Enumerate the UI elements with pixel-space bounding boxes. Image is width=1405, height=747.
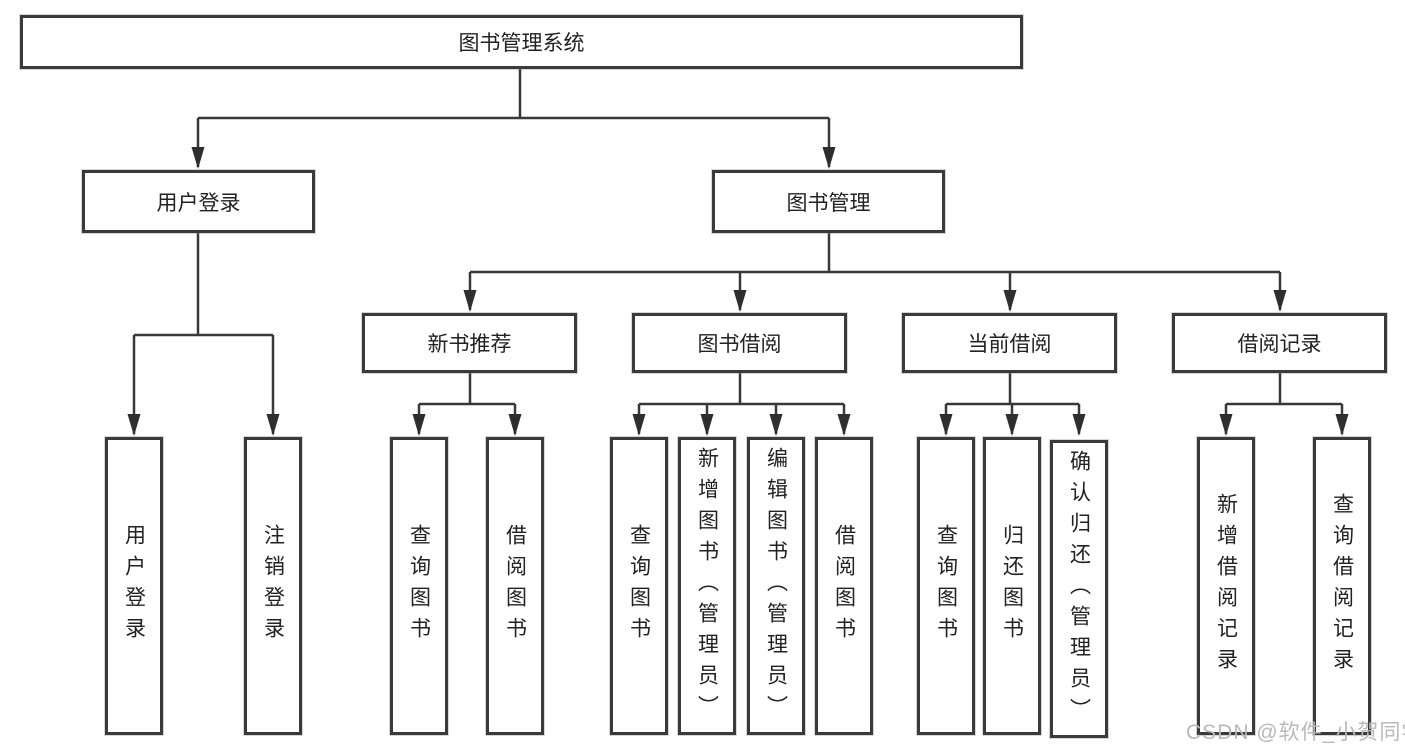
csdn-watermark: CSDN @软件_小贺同学 [1186, 721, 1405, 744]
node-label: 图书借阅 [697, 333, 782, 356]
leaf-borrow-edit-admin: 编辑图书（管理员） [747, 437, 805, 735]
node-label: 查询图书 [934, 524, 958, 648]
leaf-borrow-add-admin: 新增图书（管理员） [678, 437, 736, 735]
node-label: 借阅图书 [832, 524, 856, 648]
leaf-current-query: 查询图书 [917, 437, 975, 735]
node-label: 确认归还（管理员） [1067, 449, 1091, 729]
node-book-management: 图书管理 [712, 170, 945, 233]
node-label: 查询图书 [407, 524, 431, 648]
leaf-user-login: 用户登录 [105, 437, 163, 735]
node-book-borrow: 图书借阅 [632, 313, 847, 373]
node-label: 图书管理系统 [458, 32, 585, 55]
leaf-logout: 注销登录 [244, 437, 302, 735]
node-label: 新增借阅记录 [1214, 493, 1238, 679]
leaf-record-query: 查询借阅记录 [1313, 437, 1371, 735]
leaf-borrow-book: 借阅图书 [815, 437, 873, 735]
node-label: 用户登录 [122, 524, 146, 648]
node-label: 借阅图书 [503, 524, 527, 648]
node-label: 用户登录 [156, 191, 241, 215]
leaf-newbook-query: 查询图书 [390, 437, 448, 735]
node-label: 查询图书 [627, 524, 651, 648]
node-user-login: 用户登录 [82, 170, 315, 233]
node-label: 查询借阅记录 [1330, 493, 1354, 679]
leaf-newbook-borrow: 借阅图书 [486, 437, 544, 735]
node-borrow-records: 借阅记录 [1172, 313, 1387, 373]
node-label: 注销登录 [261, 524, 285, 648]
node-label: 归还图书 [1000, 524, 1024, 648]
node-label: 借阅记录 [1237, 333, 1322, 356]
node-label: 新书推荐 [427, 333, 512, 356]
leaf-record-add: 新增借阅记录 [1197, 437, 1255, 735]
node-label: 当前借阅 [967, 333, 1052, 356]
leaf-current-return: 归还图书 [983, 437, 1041, 735]
node-label: 图书管理 [786, 191, 871, 215]
leaf-current-confirm-admin: 确认归还（管理员） [1050, 440, 1108, 738]
node-new-book-recommend: 新书推荐 [362, 313, 577, 373]
node-label: 新增图书（管理员） [695, 446, 719, 726]
node-root: 图书管理系统 [20, 15, 1023, 69]
node-label: 编辑图书（管理员） [764, 446, 788, 726]
node-current-borrow: 当前借阅 [902, 313, 1117, 373]
leaf-borrow-query: 查询图书 [610, 437, 668, 735]
